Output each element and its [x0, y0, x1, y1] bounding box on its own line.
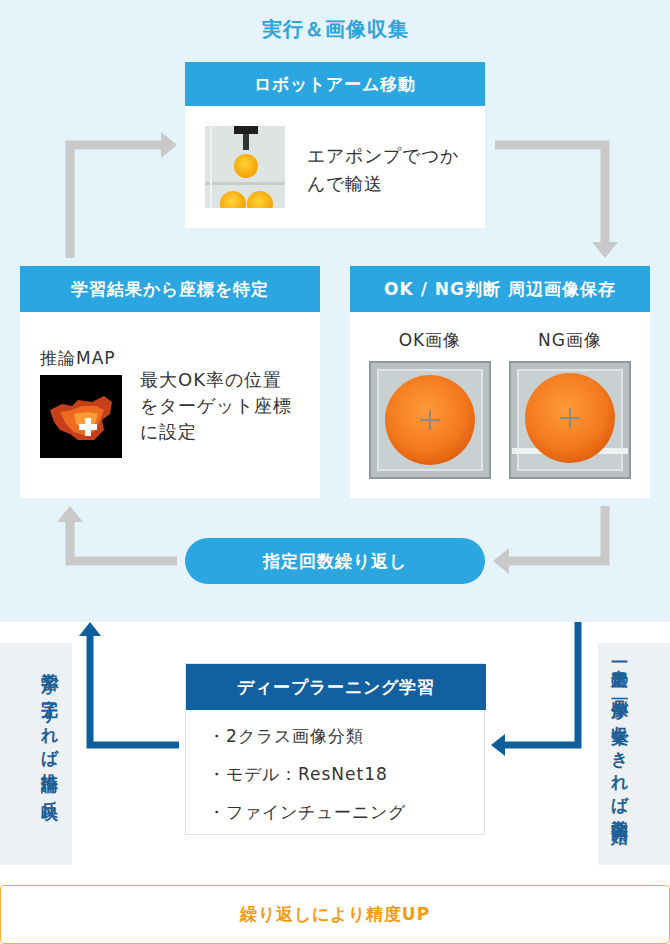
- box-body: 最大OK率の位置をターゲット座標に設定: [140, 367, 296, 445]
- process-box: OK / NG判断 周辺画像保存 OK画像 NG画像: [350, 266, 650, 498]
- robot-photo: [205, 126, 285, 208]
- arrow-head: [491, 734, 505, 756]
- gripper-body: [234, 126, 258, 134]
- flow-arrow: [79, 622, 179, 745]
- flow-arrow: [491, 622, 578, 756]
- photo-inner: [378, 370, 482, 470]
- arrow-shaft: [90, 635, 179, 745]
- flow-arrow: [57, 506, 177, 561]
- bullet-item: ・2クラス画像分類: [208, 722, 478, 750]
- card-header: 学習結果から座標を特定: [20, 266, 320, 312]
- photo-inner: [518, 370, 622, 470]
- summary-label: 繰り返しにより精度UP: [1, 886, 669, 943]
- map-bg: [40, 375, 122, 458]
- band-title: 実行＆画像収集: [0, 16, 670, 43]
- process-band: 実行＆画像収集ロボットアーム移動エアポンプでつかんで輸送学習結果から座標を特定推…: [0, 0, 670, 622]
- ball: [385, 375, 475, 465]
- image-caption: OK画像: [370, 328, 490, 352]
- process-box: ロボットアーム移動エアポンプでつかんで輸送: [185, 62, 485, 228]
- arrow-shaft: [70, 145, 162, 258]
- card-header: ディープラーニング学習: [186, 664, 486, 710]
- map-region: [60, 406, 104, 436]
- image-caption: 推論MAP: [40, 346, 150, 370]
- glass-edge: [210, 126, 212, 208]
- photo-frame: [370, 362, 490, 478]
- pill-label: 指定回数繰り返し: [185, 538, 485, 584]
- bullet-item: ・ファインチューニング: [208, 798, 478, 826]
- card-header: OK / NG判断 周辺画像保存: [350, 266, 650, 312]
- card-header: ロボットアーム移動: [185, 62, 485, 106]
- map-region: [74, 412, 98, 430]
- bullet-item: ・モデル：ResNet18: [208, 760, 478, 788]
- ok-photo: [370, 362, 490, 478]
- arrow-head: [493, 548, 509, 574]
- glass-edge: [205, 182, 285, 185]
- vertical-note: 一定量の画像が収集できれば学習開始: [608, 653, 660, 859]
- arrow-shaft: [495, 145, 605, 243]
- process-box: ディープラーニング学習・2クラス画像分類・モデル：ResNet18 ・ファインチュ…: [185, 663, 485, 835]
- process-box: 学習結果から座標を特定推論MAP最大OK率の位置をターゲット座標に設定: [20, 266, 320, 498]
- arrow-shaft: [70, 521, 177, 561]
- photo-frame: [510, 362, 630, 478]
- flow-arrow: [495, 145, 618, 258]
- box-body: エアポンプでつかんで輸送: [307, 142, 469, 198]
- map-cross: [79, 424, 97, 430]
- map-region: [50, 396, 112, 440]
- ng-photo: [510, 362, 630, 478]
- summary-box: 繰り返しにより精度UP: [0, 885, 670, 944]
- side-note: 学習が完了すれば推論に反映: [0, 643, 72, 865]
- side-note: 一定量の画像が収集できれば学習開始: [598, 643, 670, 865]
- arrow-shaft: [504, 622, 578, 745]
- loop-pill: 指定回数繰り返し: [185, 538, 485, 584]
- center-mark: [560, 417, 580, 419]
- flow-arrow: [493, 506, 605, 574]
- ball: [220, 191, 246, 208]
- arrow-head: [161, 132, 177, 158]
- photo-bg: [205, 126, 285, 208]
- vertical-note: 学習が完了すれば推論に反映: [10, 659, 62, 829]
- arrow-shaft: [508, 506, 605, 561]
- arrow-head: [592, 242, 618, 258]
- ball: [247, 191, 273, 208]
- flow-arrow: [70, 132, 177, 258]
- ball: [525, 373, 615, 463]
- center-mark: [569, 408, 571, 428]
- map-cross: [85, 418, 91, 436]
- ball: [234, 154, 258, 178]
- arrow-head: [79, 622, 101, 636]
- arrow-head: [57, 506, 83, 522]
- center-mark: [420, 419, 440, 421]
- heat-map: [40, 375, 122, 458]
- gripper-nozzle: [243, 134, 249, 150]
- image-caption: NG画像: [510, 328, 630, 352]
- photo-stripe: [512, 448, 628, 454]
- center-mark: [429, 410, 431, 430]
